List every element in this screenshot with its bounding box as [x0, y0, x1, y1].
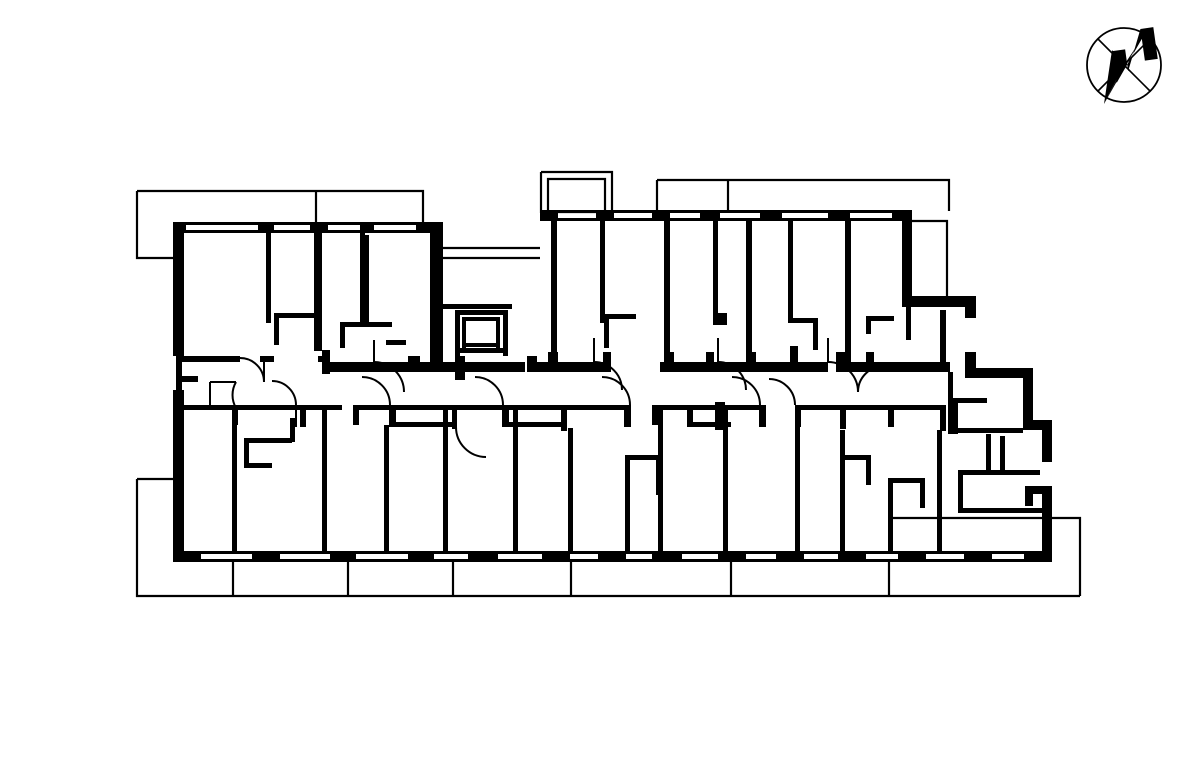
compass-ring — [1086, 27, 1162, 103]
structural-walls — [173, 210, 1052, 562]
compass-north-letter — [1112, 27, 1158, 83]
door-swings — [209, 338, 885, 458]
balcony-outlines — [135, 170, 1082, 598]
north-arrow: N — [1086, 27, 1162, 104]
